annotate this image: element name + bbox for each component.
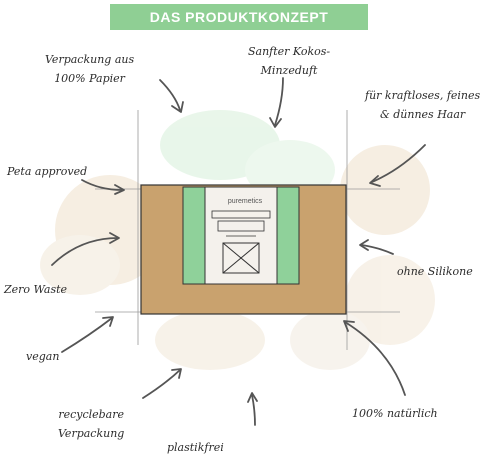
arrow-peta-icon: [81, 179, 123, 191]
label-line: Minzeduft: [260, 64, 318, 77]
label-line: recyclebare: [58, 408, 125, 421]
arrow-hair-icon: [371, 144, 426, 183]
arrow-natural-icon: [344, 321, 406, 396]
arrows: [51, 77, 426, 426]
label-line: & dünnes Haar: [379, 108, 466, 121]
banner-title: DAS PRODUKTKONZEPT: [149, 9, 329, 25]
product-box: [140, 184, 347, 315]
label-hair: für kraftloses, feines & dünnes Haar: [365, 86, 480, 124]
arrow-plastic-icon: [251, 394, 256, 426]
label-recyclable: recyclebare Verpackung: [58, 405, 124, 443]
label-scent: Sanfter Kokos- Minzeduft: [248, 42, 330, 80]
label-peta: Peta approved: [7, 165, 88, 178]
label-silicone: ohne Silikone: [397, 265, 473, 278]
label-plastic-free: plastikfrei: [167, 441, 224, 454]
title-banner: DAS PRODUKTKONZEPT: [110, 4, 368, 30]
arrow-paper-icon: [159, 79, 181, 111]
arrow-vegan-icon: [61, 317, 113, 353]
label-line: Verpackung aus: [45, 53, 135, 66]
label-line: für kraftloses, feines: [365, 89, 481, 102]
label-line: 100% Papier: [54, 72, 125, 85]
arrow-silicone-icon: [361, 244, 394, 255]
crossed-box-icon: [222, 242, 260, 274]
label-packaging-paper: Verpackung aus 100% Papier: [45, 50, 134, 88]
label-zero-waste: Zero Waste: [4, 283, 68, 296]
label-line: Sanfter Kokos-: [248, 45, 331, 58]
label-natural: 100% natürlich: [352, 407, 438, 420]
arrow-scent-icon: [274, 77, 284, 126]
brand-label: puremetics: [227, 198, 263, 205]
label-vegan: vegan: [26, 350, 60, 363]
label-line: Verpackung: [58, 427, 125, 440]
arrow-recycle-icon: [142, 369, 181, 399]
arrow-zerowaste-icon: [51, 237, 119, 266]
